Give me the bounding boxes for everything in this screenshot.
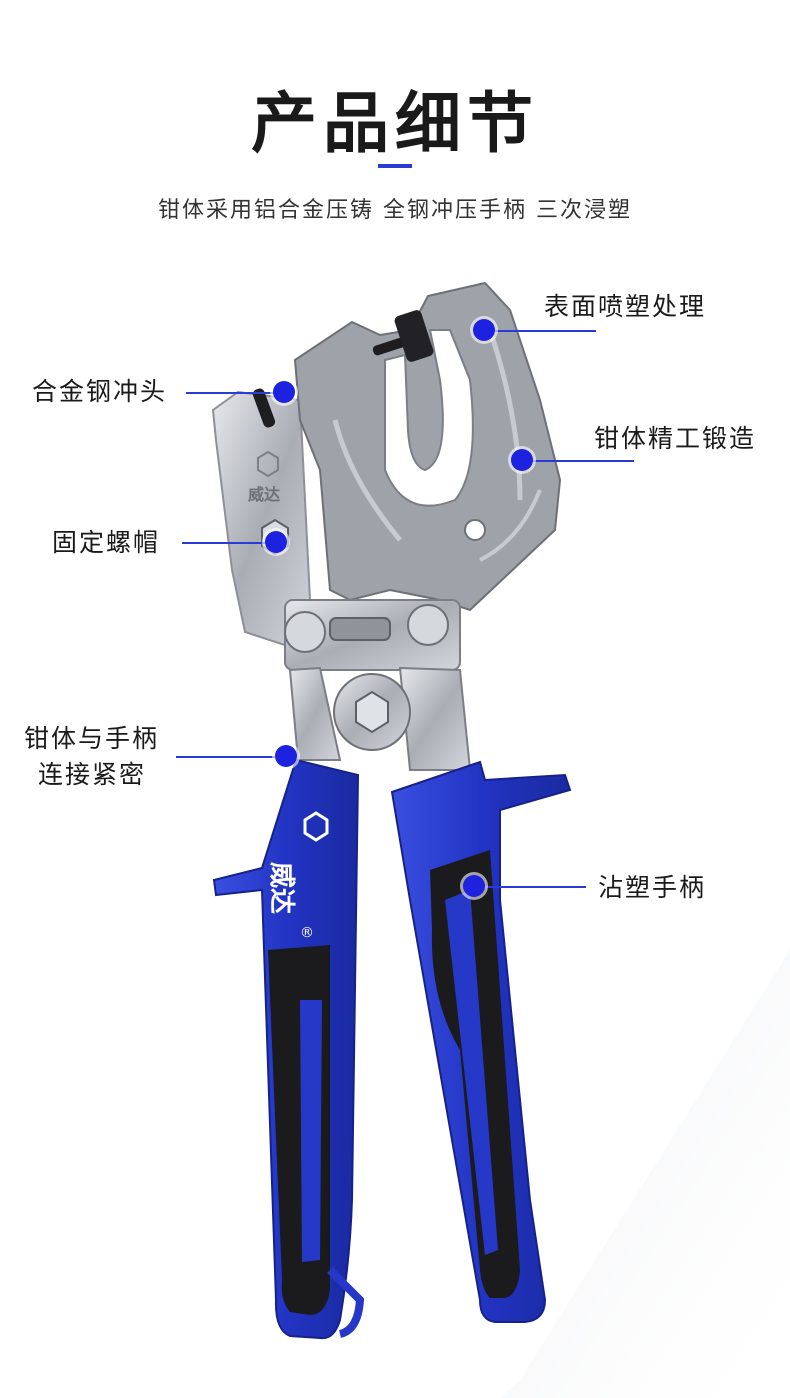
title-underline: [378, 164, 412, 168]
die-cast-body: [293, 281, 562, 612]
pivot-rivet-right: [407, 604, 449, 646]
body-hole: [464, 519, 486, 541]
handle-logo-icon: [303, 811, 329, 842]
callout-joint-dot: [275, 745, 297, 767]
linkage: [329, 617, 391, 641]
handle-lock-loop: [327, 1267, 365, 1338]
callout-nut-dot: [265, 531, 287, 553]
callout-grip-line: [474, 886, 586, 888]
callout-surface-dot: [473, 319, 495, 341]
callout-joint-label-2: 连接紧密: [38, 760, 147, 789]
callout-forging-label: 钳体精工锻造: [594, 424, 757, 453]
callout-punch-line: [186, 392, 286, 394]
callout-surface-line: [484, 330, 596, 332]
floor-shadow: [500, 950, 790, 1398]
callout-surface-label: 表面喷塑处理: [544, 292, 707, 321]
pivot-rivet-left: [284, 611, 326, 653]
page-title: 产品细节: [251, 85, 539, 162]
callout-joint-line: [176, 756, 286, 758]
callout-nut-label: 固定螺帽: [52, 528, 161, 557]
plate-brand: 威达: [248, 485, 281, 504]
handle-brand-mark: ®: [300, 925, 314, 941]
callout-punch-dot: [273, 381, 295, 403]
page-subtitle: 钳体采用铝合金压铸 全钢冲压手柄 三次浸塑: [158, 198, 632, 223]
callout-punch-label: 合金钢冲头: [32, 377, 168, 406]
punch-tip: [252, 388, 276, 428]
punch-head: [394, 310, 434, 362]
callout-grip-dot: [463, 875, 485, 897]
callout-grip-label: 沾塑手柄: [598, 873, 707, 902]
brand-logo-icon: [257, 450, 279, 478]
u-slot: [384, 329, 474, 507]
center-bolt: [355, 690, 389, 734]
callout-joint-label-1: 钳体与手柄: [24, 724, 160, 753]
callout-nut-line: [182, 542, 276, 544]
handle-brand: 威达: [266, 862, 296, 915]
callout-forging-line: [522, 460, 634, 462]
callout-forging-dot: [511, 449, 533, 471]
